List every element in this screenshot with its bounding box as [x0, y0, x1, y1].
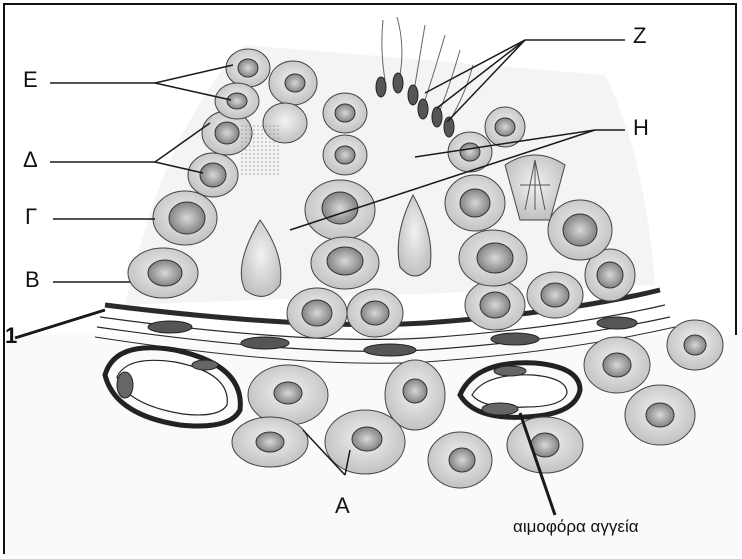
caption-blood-vessels: αιμοφόρα αγγεία [513, 517, 639, 537]
leydig-cell [325, 410, 405, 474]
leader-E-1 [50, 65, 233, 83]
leydig-cell [667, 320, 723, 370]
label-Delta: Δ [23, 149, 38, 171]
leydig-cell [625, 385, 695, 445]
label-H: Η [633, 117, 649, 139]
label-Z: Ζ [633, 25, 646, 47]
seminiferous-tubule-diagram [5, 5, 739, 556]
leydig-cell [232, 417, 308, 467]
label-Gamma: Γ [25, 206, 37, 228]
label-1: 1 [5, 325, 17, 347]
leader-1 [15, 310, 105, 338]
label-B: Β [25, 269, 40, 291]
leydig-cell [385, 360, 445, 430]
figure-frame: Ε Δ Γ Β 1 Ζ Η Α αιμοφόρα αγγεία [3, 3, 737, 554]
leydig-cell [507, 417, 583, 473]
leydig-cell [584, 337, 650, 393]
residual-body [240, 125, 280, 175]
label-E: Ε [23, 69, 38, 91]
leydig-cell [428, 432, 492, 488]
label-A: Α [335, 495, 350, 517]
leydig-cell [248, 365, 328, 425]
